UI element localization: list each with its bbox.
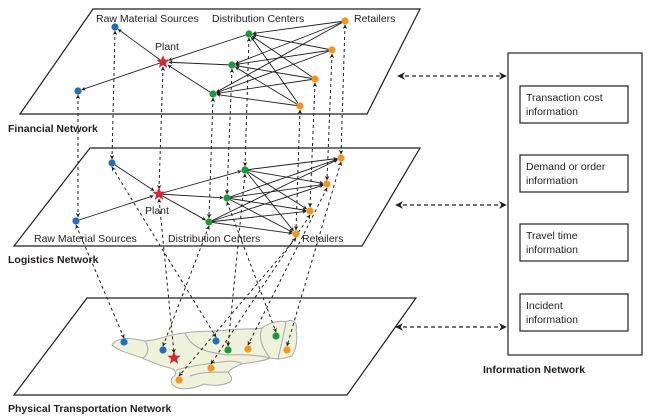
retailer-node bbox=[296, 102, 304, 110]
retailer-node bbox=[337, 154, 345, 162]
plant-node bbox=[167, 351, 181, 364]
financial-network-title: Financial Network bbox=[8, 123, 98, 135]
logistics-edge bbox=[111, 162, 155, 192]
financial-edge bbox=[216, 49, 333, 94]
info-item-line1: Demand or order bbox=[526, 161, 606, 173]
financial-edges bbox=[81, 20, 346, 107]
logistics-edge bbox=[208, 159, 338, 223]
information-network-title: Information Network bbox=[483, 364, 585, 376]
logistics-edge bbox=[158, 193, 224, 200]
logistics-edge bbox=[208, 209, 307, 223]
retailer-node bbox=[311, 75, 319, 83]
retailer-node bbox=[292, 230, 300, 238]
financial-edge bbox=[250, 36, 301, 107]
financial-edge bbox=[252, 20, 346, 35]
financial-edge bbox=[117, 28, 164, 63]
raw-material-node bbox=[72, 217, 80, 225]
logistics-edge bbox=[226, 183, 324, 199]
financial-label-retailers: Retailers bbox=[354, 13, 395, 25]
financial-edge bbox=[81, 61, 164, 91]
financial-edge bbox=[235, 64, 316, 80]
info-item-line2: information bbox=[526, 175, 578, 187]
plant-node bbox=[152, 187, 166, 200]
raw-material-node bbox=[108, 159, 116, 167]
logistics-label-retailers: Retailers bbox=[302, 233, 343, 245]
financial-edge bbox=[251, 35, 316, 80]
logistics-edge bbox=[244, 169, 324, 185]
distribution-center-node bbox=[228, 61, 236, 69]
logistics-edge bbox=[244, 156, 338, 171]
distribution-center-node bbox=[224, 346, 232, 354]
info-item-incident: Incident information bbox=[519, 293, 629, 332]
plant-node bbox=[156, 55, 170, 68]
retailer-node bbox=[207, 364, 215, 372]
logistics-edge bbox=[208, 221, 293, 235]
financial-edge bbox=[167, 64, 214, 95]
logistics-edge bbox=[226, 197, 293, 233]
financial-label-plant: Plant bbox=[155, 41, 179, 53]
financial-edge bbox=[216, 93, 301, 107]
info-item-line1: Incident bbox=[526, 300, 563, 312]
info-item-travel-time: Travel time information bbox=[519, 223, 629, 262]
logistics-physical-links bbox=[75, 161, 343, 377]
financial-edge bbox=[252, 33, 333, 51]
logistics-edge bbox=[226, 197, 307, 212]
distribution-center-node bbox=[272, 332, 280, 340]
logistics-label-raw: Raw Material Sources bbox=[34, 233, 137, 245]
logistics-network-title: Logistics Network bbox=[8, 254, 99, 266]
retailer-node bbox=[323, 180, 331, 188]
raw-material-node bbox=[159, 346, 167, 354]
retailer-node bbox=[244, 345, 252, 353]
info-item-line1: Transaction cost bbox=[526, 92, 603, 104]
financial-edge bbox=[168, 60, 233, 66]
info-item-line1: Travel time bbox=[526, 230, 578, 242]
logistics-edge bbox=[158, 170, 242, 195]
financial-network-plane bbox=[18, 8, 421, 115]
financial-edge bbox=[216, 78, 316, 95]
financial-edge bbox=[168, 33, 250, 61]
info-item-line2: information bbox=[526, 106, 578, 118]
distribution-center-node bbox=[245, 30, 253, 38]
raw-material-node bbox=[212, 337, 220, 345]
raw-material-node bbox=[111, 23, 119, 31]
retailer-node bbox=[341, 17, 349, 25]
financial-edge bbox=[235, 66, 301, 107]
distribution-center-node bbox=[205, 218, 213, 226]
retailer-node bbox=[306, 207, 314, 215]
logistics-edge bbox=[226, 158, 338, 199]
distribution-center-node bbox=[223, 194, 231, 202]
raw-material-node bbox=[74, 87, 82, 95]
physical-network-title: Physical Transportation Network bbox=[8, 403, 172, 415]
distribution-center-node bbox=[241, 166, 249, 174]
info-links bbox=[395, 72, 507, 331]
info-item-line2: information bbox=[526, 244, 578, 256]
logistics-edge bbox=[158, 193, 206, 221]
retailer-node bbox=[283, 346, 291, 354]
financial-edge bbox=[216, 20, 346, 93]
logistics-edges bbox=[75, 156, 338, 235]
financial-label-dc: Distribution Centers bbox=[212, 13, 304, 25]
distribution-center-node bbox=[209, 90, 217, 98]
info-item-transaction-cost: Transaction cost information bbox=[519, 85, 629, 124]
logistics-edge bbox=[208, 184, 324, 223]
financial-label-raw: Raw Material Sources bbox=[96, 13, 199, 25]
financial-logistics-links bbox=[75, 24, 348, 231]
network-nodes bbox=[72, 17, 349, 384]
retailer-node bbox=[328, 46, 336, 54]
logistics-edge bbox=[75, 195, 154, 222]
logistics-edge bbox=[244, 169, 294, 232]
info-item-line2: information bbox=[526, 314, 578, 326]
retailer-node bbox=[175, 376, 183, 384]
raw-material-node bbox=[120, 338, 128, 346]
financial-edge bbox=[235, 49, 333, 66]
logistics-label-plant: Plant bbox=[145, 205, 169, 217]
city-map bbox=[111, 319, 298, 390]
logistics-label-dc: Distribution Centers bbox=[168, 233, 260, 245]
info-item-demand-order: Demand or order information bbox=[519, 154, 629, 193]
